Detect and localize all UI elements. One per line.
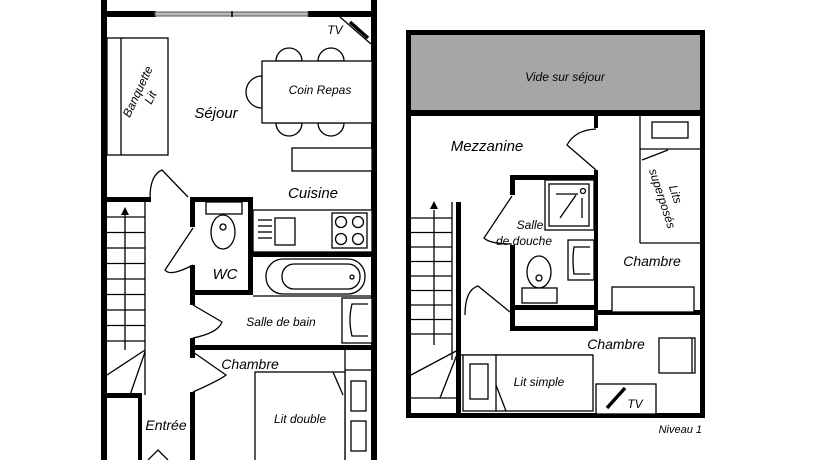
toilet-icon (205, 201, 243, 250)
tv-icon (348, 20, 370, 40)
label-coin-repas: Coin Repas (289, 83, 352, 97)
double-bed (254, 371, 346, 460)
room-label-cuisine: Cuisine (288, 185, 338, 202)
level1-plan: Vide sur séjour Mezzanine Salle de douch… (406, 30, 705, 436)
room-label-entree: Entrée (145, 417, 186, 433)
dining-table (245, 47, 373, 137)
room-label-salle-de-bain: Salle de bain (246, 315, 316, 329)
bunk-beds (639, 116, 700, 244)
room-label-sejour: Séjour (194, 105, 238, 122)
room-label-mezzanine: Mezzanine (451, 138, 524, 155)
level-caption: Niveau 1 (659, 424, 702, 436)
shower-icon (544, 179, 595, 231)
stove-icon (331, 212, 368, 249)
label-lit-simple: Lit simple (514, 375, 565, 389)
sofa-bed (106, 37, 169, 156)
toilet-icon (521, 255, 558, 304)
counter (291, 147, 373, 172)
label-lits: Lits (666, 183, 685, 205)
void-area (410, 34, 701, 112)
label-lit-double: Lit double (274, 412, 326, 426)
room-label-salle-de-douche-1: Salle (517, 218, 544, 232)
label-tv: TV (627, 397, 643, 411)
room-label-salle-de-douche-2: de douche (496, 234, 552, 248)
room-label-chambre: Chambre (221, 356, 279, 372)
bathtub-icon (265, 258, 366, 295)
sink-icon (258, 217, 296, 246)
tv-icon (605, 386, 627, 410)
ground-floor-plan: Séjour Coin Repas Banquette Lit TV Cuisi… (101, 0, 377, 460)
room-label-chambre-2: Chambre (587, 336, 645, 352)
room-label-chambre-1: Chambre (623, 253, 681, 269)
label-vide-sur-sejour: Vide sur séjour (525, 70, 606, 84)
label-tv: TV (327, 23, 343, 37)
label-lit: Lit (141, 88, 159, 106)
staircase (410, 201, 461, 414)
room-label-wc: WC (213, 266, 238, 283)
staircase (101, 197, 151, 460)
